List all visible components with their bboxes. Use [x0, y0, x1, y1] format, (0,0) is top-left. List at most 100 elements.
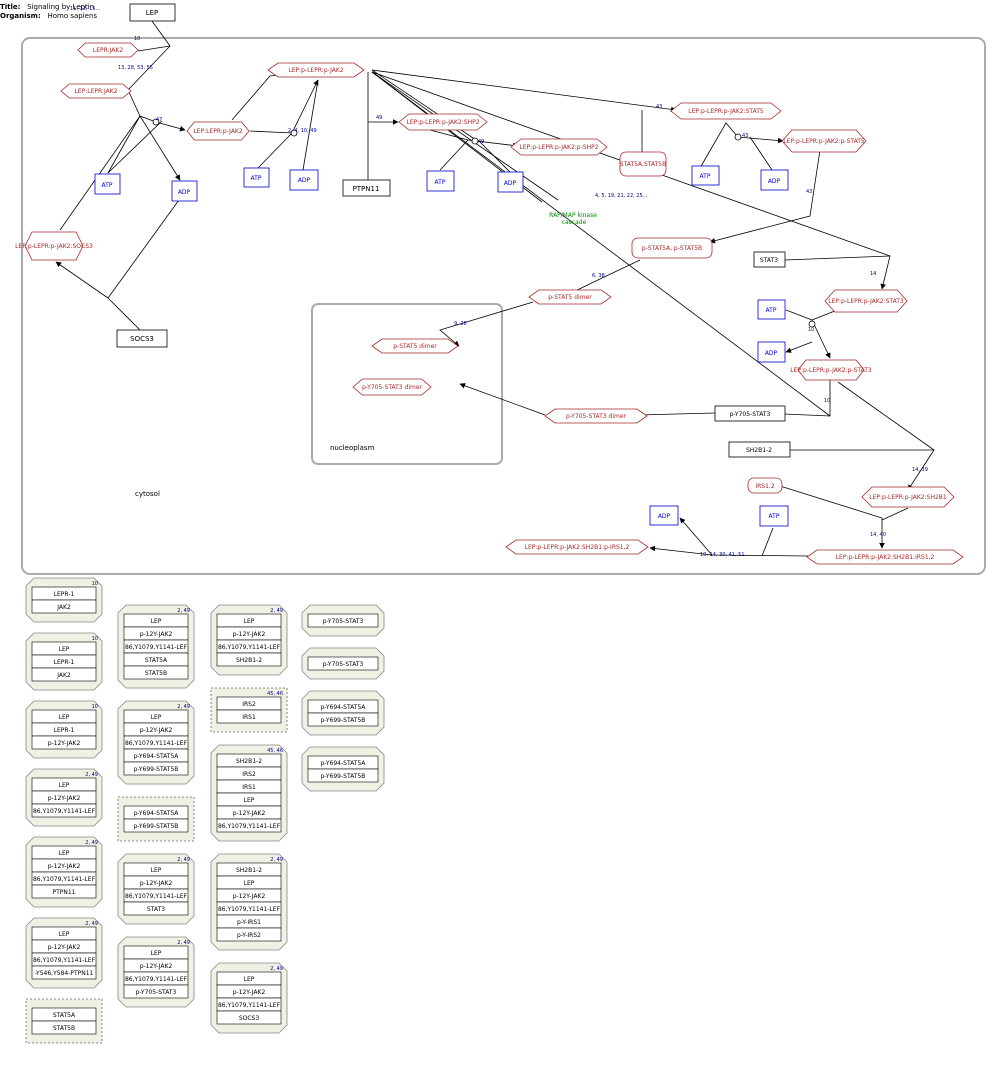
- complex-label: LEP:p-LEPR:p-JAK2: [288, 67, 344, 74]
- adp-node-6[interactable]: [649, 505, 679, 526]
- sh2b1-node[interactable]: [728, 441, 791, 458]
- adp-label-4: ADP: [768, 178, 781, 185]
- edge-p-y705-stat3-dimer: [637, 412, 716, 418]
- adp-node-2[interactable]: [289, 169, 319, 191]
- p-y705-stat3-dimer-nuc-complex[interactable]: p-Y705-STAT3 dimer: [352, 378, 432, 396]
- legend-subunit-label: -Y546,Y584-PTPN11: [35, 970, 94, 977]
- legend-complex[interactable]: LEPp-12Y-JAK286,Y1079,Y1141-LEFp-Y705-ST…: [117, 936, 195, 1008]
- lep-p-lepr-p-jak2-shp2-complex[interactable]: LEP:p-LEPR:p-JAK2:SHP2: [398, 113, 488, 131]
- legend-subunit-label: p-Y694-STAT5A: [321, 760, 367, 767]
- lep-p-lepr-p-jak2-complex[interactable]: LEP:p-LEPR:p-JAK2: [267, 62, 365, 78]
- lep-p-lepr-p-jak2-sh2b1-complex[interactable]: LEP:p-LEPR:p-JAK2:SH2B1: [861, 486, 955, 508]
- atp-node-1[interactable]: [94, 173, 121, 195]
- p-lepr-p-jak2-socs3-complex[interactable]: LEP:p-LEPR:p-JAK2:SOCS3: [15, 231, 93, 261]
- adp-node-5[interactable]: [757, 341, 786, 363]
- legend-complex[interactable]: p-Y705-STAT3: [301, 647, 385, 680]
- lep-p-lepr-p-jak2-sh2b1-p-irs-complex[interactable]: LEP:p-LEPR:p-JAK2:SH2B1:p-IRS1,2: [505, 539, 649, 555]
- ptpn11-node[interactable]: [342, 179, 391, 197]
- p-stat5-dimer-nuc-complex[interactable]: p-STAT5 dimer: [371, 338, 459, 354]
- complex-shape: [186, 121, 250, 141]
- edge-lep-to-lepr: [127, 20, 171, 91]
- legend-complex[interactable]: p-Y705-STAT3: [301, 604, 385, 637]
- legend-complex[interactable]: p-Y694-STAT5A p-Y699-STAT5B: [117, 796, 195, 842]
- title-line: Title: Signaling by Leptin: [0, 3, 97, 12]
- legend-complex[interactable]: p-Y694-STAT5A p-Y699-STAT5B: [301, 746, 385, 792]
- legend-subunit-label: p-Y699-STAT5B: [134, 823, 179, 830]
- lep-p-lepr-p-jak2-stat5-complex[interactable]: LEP:p-LEPR:p-JAK2:STAT5: [670, 102, 782, 120]
- legend-ref: 2, 49: [85, 921, 98, 927]
- legend-subunit-label: LEPR-1: [54, 727, 75, 734]
- legend-ref: 2, 49: [177, 704, 190, 710]
- legend-complex[interactable]: SH2B1-2LEPp-12Y-JAK286,Y1079,Y1141-LEFp-…: [210, 853, 288, 951]
- atp-node-3[interactable]: [426, 170, 455, 192]
- lep-lepr-p-jak2-complex[interactable]: LEP:LEPR:p-JAK2: [186, 121, 250, 141]
- lep-lepr-jak2-complex[interactable]: LEP:LEPR:JAK2: [60, 83, 132, 99]
- legend-subunit-label: SH2B1-2: [236, 867, 262, 874]
- edge-p-stat3-release: [783, 380, 831, 417]
- atp-label-1: ATP: [102, 182, 113, 189]
- p-y705-stat3-node[interactable]: [714, 405, 786, 422]
- stat5a-stat5b-node[interactable]: [619, 151, 667, 177]
- edge-p-stat5-dimer: [568, 259, 641, 295]
- atp-node-6[interactable]: [759, 505, 789, 527]
- atp-label-2: ATP: [251, 175, 262, 182]
- process-node: [290, 129, 298, 137]
- legend-ref: 10: [92, 704, 98, 710]
- legend-complex[interactable]: LEPp-12Y-JAK286,Y1079,Y1141-LEFp-Y694-ST…: [117, 700, 195, 785]
- p-stat5-dimer-cyt-complex[interactable]: p-STAT5 dimer: [528, 289, 612, 305]
- legend-subunit-label: p-Y699-STAT5B: [134, 766, 179, 773]
- lep-p-lepr-p-jak2-stat3-complex[interactable]: LEP:p-LEPR:p-JAK2:STAT3: [824, 289, 908, 313]
- raf-map-pathway[interactable]: RAF/MAP kinase cascade: [549, 212, 599, 226]
- legend-subunit-label: 86,Y1079,Y1141-LEF: [218, 644, 281, 651]
- adp-node-4[interactable]: [760, 169, 789, 191]
- p-stat5a-p-stat5b-node[interactable]: [631, 237, 713, 259]
- legend-subunit-label: LEP: [244, 797, 255, 804]
- atp-node-2[interactable]: [243, 167, 270, 188]
- complex-shape: [352, 378, 432, 396]
- legend-complex[interactable]: LEPp-12Y-JAK286,Y1079,Y1141-LEFSH2B1-22,…: [210, 604, 288, 676]
- legend-complex[interactable]: SH2B1-2IRS2IRS1LEPp-12Y-JAK286,Y1079,Y11…: [210, 744, 288, 842]
- legend-subunit-label: p-Y699-STAT5B: [321, 773, 366, 780]
- irs1-2-node[interactable]: [747, 477, 783, 494]
- lep-node-label: LEP: [146, 9, 159, 17]
- edge-socs3-inhib: [107, 120, 163, 174]
- process-node: [471, 137, 479, 145]
- adp-node-1[interactable]: [171, 180, 198, 202]
- lep-p-lepr-p-jak2-p-stat3-complex[interactable]: LEP:p-LEPR:p-JAK2:p-STAT3: [790, 359, 872, 381]
- legend-subunit-box: [307, 768, 379, 783]
- legend-subunit-label: STAT5B: [53, 1025, 75, 1032]
- edge-label: 6, 38: [592, 273, 605, 279]
- atp-label-4: ATP: [700, 173, 711, 180]
- stat3-node[interactable]: [753, 251, 786, 268]
- lep-node[interactable]: [129, 3, 176, 22]
- complex-shape: [371, 338, 459, 354]
- legend-complex[interactable]: LEPp-12Y-JAK286,Y1079,Y1141-LEFSTAT5ASTA…: [117, 604, 195, 689]
- edge-to-raf: [371, 71, 559, 201]
- legend-subunit-label: 86,Y1079,Y1141-LEF: [125, 740, 188, 747]
- p-y705-stat3-dimer-cyt-complex[interactable]: p-Y705-STAT3 dimer: [544, 408, 648, 424]
- legend-complex[interactable]: LEPp-12Y-JAK286,Y1079,Y1141-LEFPTPN112, …: [25, 836, 103, 908]
- edge-p-stat5-release: [709, 149, 821, 244]
- lepr-jak2-complex[interactable]: LEPR:JAK2: [77, 42, 139, 58]
- socs3-node[interactable]: [116, 329, 168, 348]
- atp-node-4[interactable]: [691, 165, 720, 186]
- lep-p-lepr-p-jak2-p-shp2-complex[interactable]: LEP:p-LEPR:p-JAK2:p-SHP2: [510, 138, 608, 156]
- lep-p-lepr-p-jak2-sh2b1-irs-complex[interactable]: LEP:p-LEPR:p-JAK2:SH2B1:IRS1,2: [806, 549, 964, 565]
- legend-subunit-box: [216, 652, 282, 667]
- atp-node-5[interactable]: [757, 299, 786, 320]
- legend-ref: 10: [92, 581, 98, 587]
- legend-subunit-label: p-Y694-STAT5A: [134, 810, 180, 817]
- lep-p-lepr-p-jak2-p-stat5-complex[interactable]: LEP:p-LEPR:p-JAK2:p-STAT5: [781, 129, 867, 153]
- legend-complex[interactable]: LEPp-12Y-JAK286,Y1079,Y1141-LEF-Y546,Y58…: [25, 917, 103, 989]
- legend-subunit-label: LEP: [244, 880, 255, 887]
- adp-node-3[interactable]: [497, 171, 524, 193]
